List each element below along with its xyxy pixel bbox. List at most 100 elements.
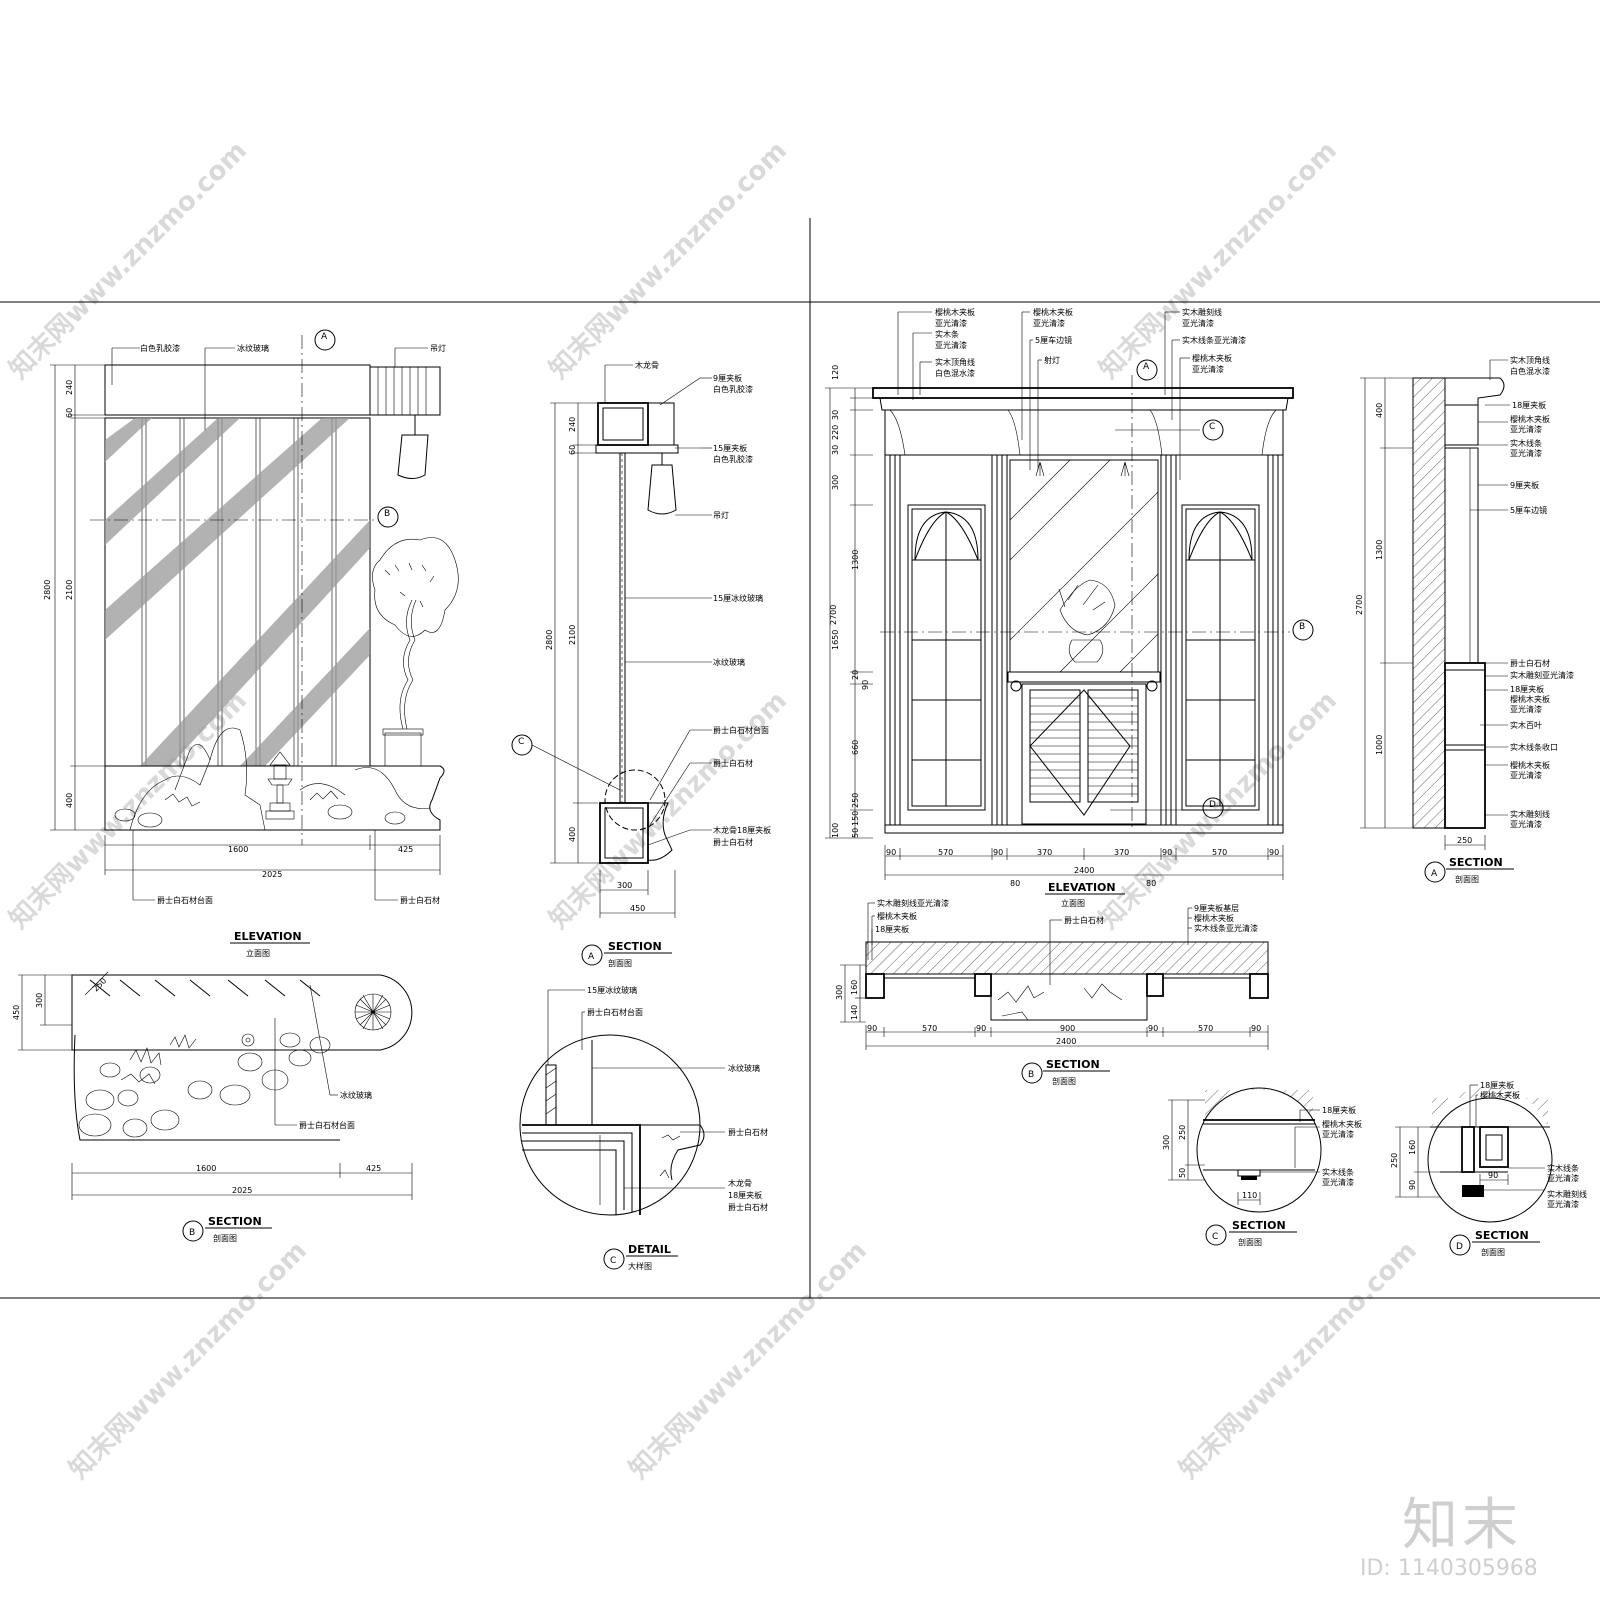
label-l10: 爵士白石材 (1510, 658, 1550, 668)
title-marker-label: C (1212, 1232, 1218, 1242)
dim-width-total: 2025 (262, 870, 282, 879)
section-c-subtitle: 剖面图 (1238, 1237, 1262, 1247)
label-l18: 亚光清漆 (1510, 770, 1542, 780)
label-l5: 9厘夹板基层 (1194, 903, 1239, 913)
detail-c-callout (604, 769, 666, 831)
elevation-title: ELEVATION (1048, 881, 1116, 894)
section-a-title: SECTION (1449, 856, 1503, 869)
dim-width-total: 2025 (232, 1186, 252, 1195)
rockery-sketch (114, 727, 431, 831)
cabinet-body (1021, 683, 1147, 825)
dim-h-2: 90 (976, 1024, 986, 1033)
dim-v-9: 660 (851, 740, 860, 755)
right-elevation: 120 30 220 30 300 1300 1650 20 90 660 25… (825, 307, 1314, 908)
dim-depth-top: 300 (35, 993, 44, 1008)
label-l7b: 亚光清漆 (1182, 318, 1214, 328)
dim-h-4: 370 (1114, 848, 1129, 857)
title-marker (603, 1248, 625, 1270)
dim-v-10: 250 (851, 793, 860, 808)
dim-width-main: 1600 (196, 1164, 216, 1173)
title-marker (1449, 1234, 1471, 1256)
section-marker-b (1292, 619, 1314, 641)
dim-v-1: 140 (850, 1005, 859, 1020)
stone-lantern (265, 751, 295, 820)
label-l5: 亚光清漆 (1510, 424, 1542, 434)
flower-vase (1058, 579, 1116, 663)
dim-v-2: 220 (831, 425, 840, 440)
title-marker-label: C (610, 1256, 616, 1266)
label-l7: 实木线条亚光清漆 (1194, 923, 1258, 933)
section-c-dim-lines (1168, 1099, 1261, 1205)
dim-h-4: 90 (1148, 1024, 1158, 1033)
dim-h1: 250 (1178, 1125, 1187, 1140)
dim-w: 90 (1488, 1171, 1498, 1180)
pendant-lamp (397, 434, 429, 479)
dim-v-1: 30 (831, 410, 840, 420)
dim-v-total: 2700 (829, 605, 838, 625)
label-l9b: 亚光清漆 (1192, 364, 1224, 374)
detail-c-subtitle: 大样图 (628, 1261, 652, 1271)
dim-top: 240 (568, 417, 577, 432)
wall-hatch (865, 941, 1269, 975)
label-glass15: 15厘冰纹玻璃 (587, 985, 637, 995)
watermark-text: 知末网www.znzmo.com (624, 1236, 873, 1485)
label-l1a: 樱桃木夹板 (935, 307, 975, 317)
marble-base (104, 765, 445, 831)
dim-base: 400 (568, 827, 577, 842)
dim-gap: 60 (568, 445, 577, 455)
label-l2: 白色混水漆 (1510, 366, 1550, 376)
dim-h-1: 570 (922, 1024, 937, 1033)
label-paint: 白色乳胶漆 (713, 384, 753, 394)
dim-mid: 2100 (568, 625, 577, 645)
frieze (884, 409, 1284, 456)
dim-v-13: 100 (831, 823, 840, 838)
label-marble-2: 爵士白石材 (728, 1202, 768, 1212)
dim-h-total: 300 (1162, 1135, 1171, 1150)
title-marker-label: B (189, 1228, 195, 1238)
elevation-dimensions (50, 364, 441, 875)
label-keel: 木龙骨 (635, 360, 659, 370)
title-marker (1205, 1224, 1227, 1246)
section-marker-d (1202, 797, 1224, 819)
watermark-text: 知末网www.znzmo.com (1174, 1236, 1423, 1485)
section-b-dim-lines (840, 964, 1269, 1050)
title-marker (182, 1220, 204, 1242)
label-marble: 爵士白石材 (400, 895, 440, 905)
stone-bed-outline (73, 1034, 340, 1141)
watermark-text: 知末网www.znzmo.com (4, 686, 253, 935)
label-keel-ply: 木龙骨18厘夹板 (713, 825, 771, 835)
watermark-text: 知末网www.znzmo.com (4, 136, 253, 385)
section-d-dim-lines (1395, 1126, 1509, 1198)
label-l11: 实木雕刻亚光清漆 (1510, 670, 1574, 680)
louvers (1030, 697, 1138, 795)
label-ply15: 15厘夹板 (713, 443, 747, 453)
label-l3: 18厘夹板 (875, 924, 909, 934)
dim-v-8: 90 (861, 680, 870, 690)
label-lamp: 吊灯 (713, 510, 729, 520)
dim-h-total: 2400 (1074, 866, 1094, 875)
label-l13: 樱桃木夹板 (1510, 694, 1550, 704)
title-marker-label: A (588, 952, 595, 962)
dim-v-4: 300 (831, 475, 840, 490)
label-keel: 木龙骨 (728, 1178, 752, 1188)
resource-id: ID: 1140305968 (1360, 1556, 1538, 1581)
dim-h-0: 90 (886, 848, 896, 857)
title-marker (1021, 1062, 1043, 1084)
label-l4: 实木线条 (1322, 1167, 1354, 1177)
mirror-hatch (1009, 459, 1159, 673)
label-l2a: 实木条 (935, 329, 959, 339)
left-elevation: 2800 240 60 2100 400 1600 425 2025 白色乳胶漆… (43, 329, 459, 958)
section-c-title: SECTION (1232, 1219, 1286, 1232)
label-l3b: 白色混水漆 (935, 368, 975, 378)
dim-h-0: 90 (867, 1024, 877, 1033)
label-l2: 樱桃木夹板 (1480, 1090, 1520, 1100)
dim-h-5: 90 (1162, 848, 1172, 857)
dim-h1: 160 (1408, 1140, 1417, 1155)
label-l19: 实木雕刻线 (1510, 809, 1550, 819)
dim-h-3: 900 (1060, 1024, 1075, 1033)
potted-tree (372, 537, 459, 767)
label-l2: 樱桃木夹板 (1322, 1119, 1362, 1129)
ice-glass-hatch (105, 418, 370, 766)
dim-width-side: 425 (398, 845, 413, 854)
title-marker-label: A (1431, 869, 1438, 879)
